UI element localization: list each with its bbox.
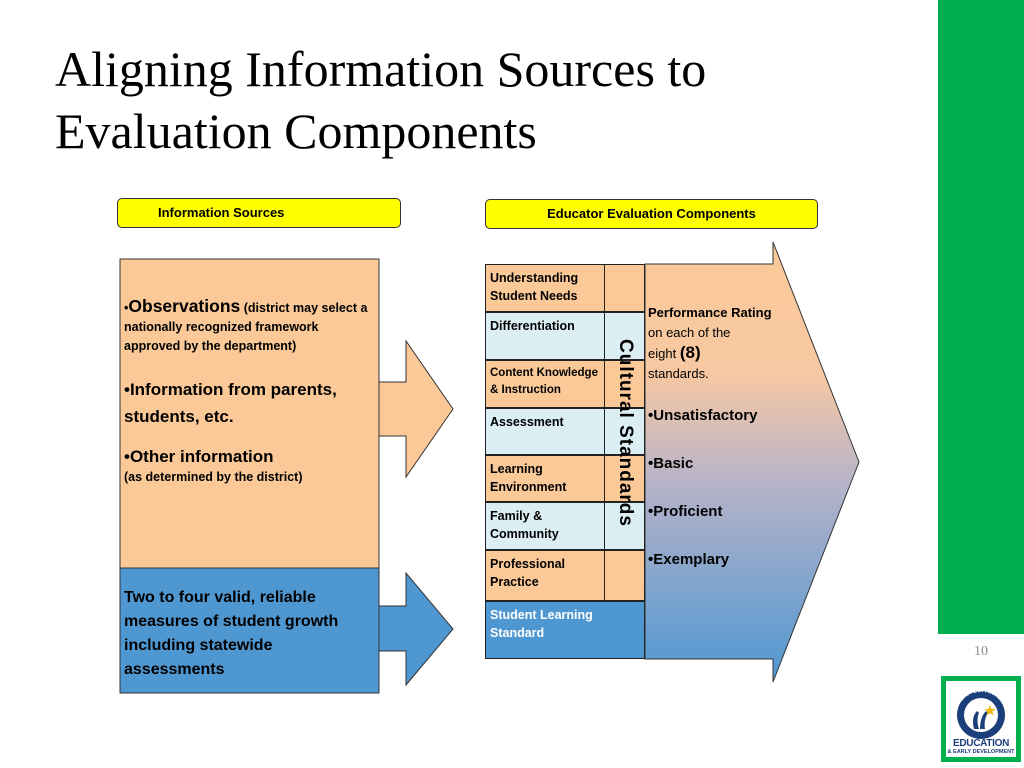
logo-text-education: EDUCATION <box>952 738 1009 749</box>
standard-row: Learning Environment <box>485 455 605 502</box>
source-box-growth <box>119 567 380 694</box>
cultural-cell <box>604 264 645 312</box>
cultural-cell <box>604 312 645 360</box>
source-arrow-top <box>378 339 454 479</box>
bullet: • <box>648 455 654 472</box>
info-parents-text: Information from parents, students, etc. <box>124 380 337 426</box>
student-learning-standard: Student Learning Standard <box>485 601 645 659</box>
other-info-note: (as determined by the district) <box>124 470 303 484</box>
rating-eight-number: (8) <box>679 343 701 362</box>
evaluation-components-header: Educator Evaluation Components <box>485 199 818 229</box>
bullet: • <box>124 380 130 399</box>
standard-row: Differentiation <box>485 312 605 360</box>
rating-standards-word: standards. <box>648 366 709 381</box>
side-divider <box>938 632 1024 634</box>
standard-row: Professional Practice <box>485 550 605 601</box>
bullet: • <box>648 407 654 424</box>
logo-seal-icon: ALASKA DEPARTMENT OF <box>946 681 1010 739</box>
cultural-cell <box>604 408 645 455</box>
cultural-cell <box>604 550 645 601</box>
rating-level: •Exemplary <box>648 550 788 570</box>
performance-rating-arrow <box>644 241 860 683</box>
cultural-cell <box>604 455 645 502</box>
rating-title: Performance Rating <box>648 305 772 320</box>
bullet: • <box>648 503 654 520</box>
rating-level-label: Unsatisfactory <box>653 407 758 424</box>
education-department-logo: ALASKA DEPARTMENT OF EDUCATION & EARLY D… <box>941 676 1021 762</box>
logo-text-early-development: & EARLY DEVELOPMENT <box>947 749 1015 755</box>
cultural-cell <box>604 502 645 550</box>
bullet: • <box>124 301 129 315</box>
slide-title: Aligning Information Sources to Evaluati… <box>55 38 915 162</box>
information-sources-header: Information Sources <box>117 198 401 228</box>
slide-title-line-2: Evaluation Components <box>55 103 537 159</box>
performance-rating-text: Performance Rating on each of the eight … <box>648 303 788 570</box>
growth-measures-text: Two to four valid, reliable measures of … <box>124 589 339 678</box>
rating-level-label: Basic <box>653 455 694 472</box>
observations-note: (district may select a nationally recogn… <box>124 301 368 353</box>
rating-level-label: Exemplary <box>653 551 730 568</box>
source-box-observations <box>119 258 380 569</box>
evaluation-components-table: Understanding Student Needs Differentiat… <box>485 264 645 659</box>
bullet: • <box>648 551 654 568</box>
green-side-bar <box>938 0 1024 632</box>
standard-row: Understanding Student Needs <box>485 264 605 312</box>
cultural-standards-label: Cultural Standards <box>605 264 645 601</box>
rating-level: •Basic <box>648 454 788 474</box>
rating-eight-word: eight <box>648 346 677 361</box>
info-parents-item: •Information from parents, students, etc… <box>124 376 375 430</box>
diagram-shapes <box>119 241 860 694</box>
other-info-text: Other information <box>129 447 274 466</box>
observations-item: •Observations (district may select a nat… <box>124 297 375 356</box>
rating-level: •Unsatisfactory <box>648 406 788 426</box>
slide-title-line-1: Aligning Information Sources to <box>55 41 707 97</box>
source-list-observations: •Observations (district may select a nat… <box>120 259 379 568</box>
rating-level-label: Proficient <box>653 503 723 520</box>
source-arrow-bottom <box>378 571 454 687</box>
standard-row: Assessment <box>485 408 605 455</box>
rating-description: Performance Rating on each of the <box>648 303 788 343</box>
cultural-standards-text: Cultural Standards <box>615 338 637 527</box>
standard-row: Content Knowledge & Instruction <box>485 360 605 408</box>
rating-eight-line: eight (8) <box>648 343 788 364</box>
cultural-cell <box>604 360 645 408</box>
rating-on-each: on each of the <box>648 325 731 340</box>
page-number: 10 <box>974 644 988 659</box>
standard-row: Family & Community <box>485 502 605 550</box>
bullet: • <box>124 447 130 466</box>
rating-level: •Proficient <box>648 502 788 522</box>
other-info-item: •Other information <box>124 446 375 468</box>
observations-title: Observations <box>128 296 241 316</box>
